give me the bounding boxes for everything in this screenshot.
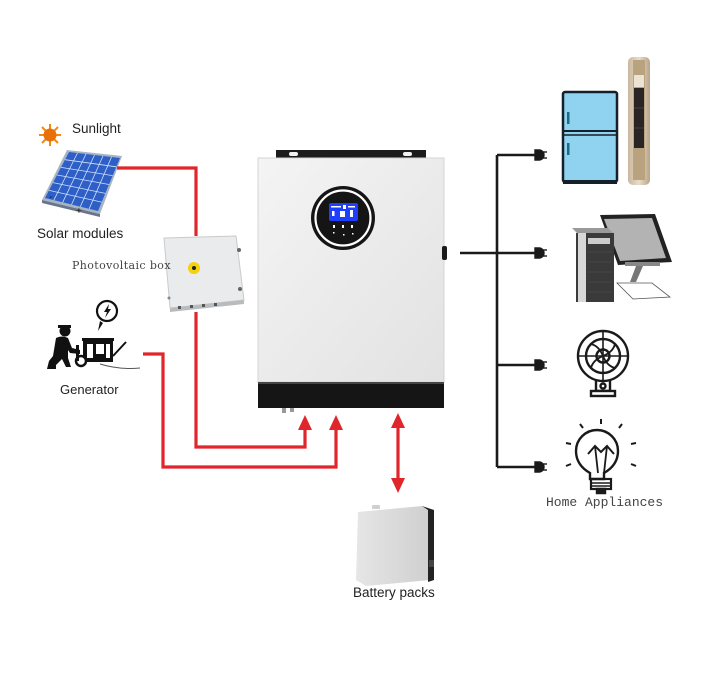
solar-to-pv-line [117, 166, 198, 236]
pv-arrow-icon [298, 415, 312, 430]
tower-case-icon [572, 228, 614, 234]
fan-icon [576, 329, 630, 398]
plug-icons [534, 149, 547, 473]
battery-pack-icon [356, 505, 434, 586]
generator-arrow-icon [329, 415, 343, 430]
photovoltaic-box-label: Photovoltaic box [72, 259, 171, 272]
sunlight-label: Sunlight [72, 121, 121, 136]
solar-grid-line [48, 189, 102, 203]
plug-icon [534, 149, 547, 161]
battery-arrow-down-icon [391, 478, 405, 493]
tower-air-conditioner-icon [628, 57, 650, 185]
battery-arrow-up-icon [391, 413, 405, 428]
generator-label: Generator [60, 382, 119, 397]
inverter-display[interactable] [311, 186, 375, 250]
solar-minus-label: - [49, 191, 53, 203]
generator-icon [47, 299, 141, 369]
desktop-computer-icon [572, 214, 672, 302]
generator-to-inverter-line [143, 352, 338, 469]
plug-icon [534, 461, 547, 473]
ac-bus-lines [460, 153, 536, 469]
inverter-bottom-band [258, 382, 444, 408]
photovoltaic-box-icon [163, 235, 245, 312]
inverter-bracket [276, 150, 426, 159]
light-bulb-icon [565, 419, 637, 495]
refrigerator-icon [561, 90, 619, 184]
arrow-heads [298, 413, 405, 493]
pv-to-inverter-line [194, 312, 307, 449]
solar-plus-label: + [76, 206, 82, 217]
home-appliances-label: Home Appliances [546, 495, 664, 510]
plug-icon [534, 247, 547, 259]
battery-packs-label: Battery packs [353, 585, 435, 600]
inverter [257, 150, 447, 413]
sun-icon [39, 124, 61, 146]
solar-panel-icon [42, 150, 122, 217]
power-lines [117, 166, 400, 480]
plug-icon [534, 359, 547, 371]
solar-modules-label: Solar modules [37, 226, 124, 241]
